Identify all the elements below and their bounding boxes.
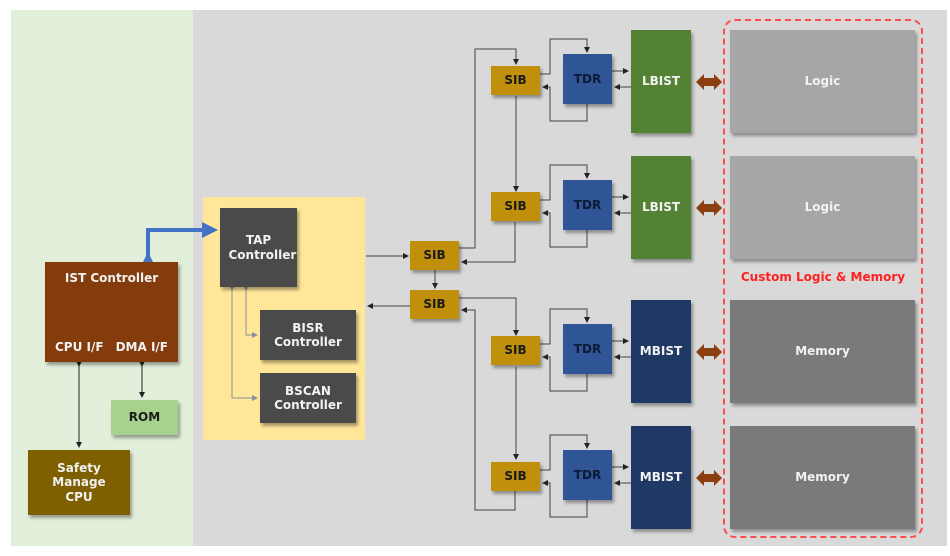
bidirectional-arrow-icon	[696, 200, 722, 216]
target-label: Memory	[795, 470, 850, 485]
chain-memory-block[interactable]: Memory	[730, 426, 915, 529]
rom-block[interactable]: ROM	[111, 400, 178, 435]
chain-mbist[interactable]: MBIST	[631, 426, 691, 529]
ist-controller-title: IST Controller	[64, 271, 159, 285]
target-label: Logic	[804, 200, 841, 215]
chain-lbist[interactable]: LBIST	[631, 30, 691, 133]
chain-logic-block[interactable]: Logic	[730, 30, 915, 133]
chain-sib[interactable]: SIB	[491, 192, 540, 221]
bisr-controller-label: BISR Controller	[274, 320, 342, 349]
chain-lbist[interactable]: LBIST	[631, 156, 691, 259]
custom-logic-memory-label: Custom Logic & Memory	[740, 270, 906, 284]
chain-memory-block[interactable]: Memory	[730, 300, 915, 403]
safety-cpu-label: Safety Manage CPU	[52, 460, 106, 504]
root-sib-lower[interactable]: SIB	[410, 290, 459, 319]
chain-tdr[interactable]: TDR	[563, 450, 612, 500]
tap-controller[interactable]: TAP Controller	[220, 208, 297, 287]
chain-sib[interactable]: SIB	[491, 336, 540, 365]
chain-sib[interactable]: SIB	[491, 462, 540, 491]
sib-label: SIB	[423, 248, 446, 263]
tdr-label: TDR	[573, 467, 602, 482]
target-label: Logic	[804, 74, 841, 89]
sib-label: SIB	[504, 199, 527, 214]
sib-label: SIB	[423, 297, 446, 312]
root-sib-upper[interactable]: SIB	[410, 241, 459, 270]
chain-tdr[interactable]: TDR	[563, 324, 612, 374]
tap-controller-label: TAP Controller	[228, 233, 297, 262]
rom-label: ROM	[128, 410, 161, 425]
bidirectional-arrow-icon	[696, 74, 722, 90]
target-label: Memory	[795, 344, 850, 359]
bist-label: MBIST	[639, 470, 683, 485]
cpu-interface-label: CPU I/F	[55, 339, 104, 354]
chain-sib[interactable]: SIB	[491, 66, 540, 95]
chain-tdr[interactable]: TDR	[563, 180, 612, 230]
bist-label: MBIST	[639, 344, 683, 359]
bist-label: LBIST	[641, 200, 681, 215]
bidirectional-arrow-icon	[696, 344, 722, 360]
bidirectional-arrow-icon	[696, 470, 722, 486]
custom-logic-memory-group	[723, 19, 923, 538]
bscan-controller[interactable]: BSCAN Controller	[260, 373, 356, 423]
chain-logic-block[interactable]: Logic	[730, 156, 915, 259]
sib-label: SIB	[504, 343, 527, 358]
tdr-label: TDR	[573, 341, 602, 356]
dma-interface-label: DMA I/F	[115, 339, 168, 354]
ist-controller[interactable]: IST Controller CPU I/F DMA I/F	[45, 262, 178, 362]
bscan-controller-label: BSCAN Controller	[274, 383, 342, 412]
tdr-label: TDR	[573, 197, 602, 212]
chain-tdr[interactable]: TDR	[563, 54, 612, 104]
sib-label: SIB	[504, 469, 527, 484]
bisr-controller[interactable]: BISR Controller	[260, 310, 356, 360]
bist-label: LBIST	[641, 74, 681, 89]
sib-label: SIB	[504, 73, 527, 88]
safety-manage-cpu[interactable]: Safety Manage CPU	[28, 450, 130, 515]
tdr-label: TDR	[573, 71, 602, 86]
chain-mbist[interactable]: MBIST	[631, 300, 691, 403]
